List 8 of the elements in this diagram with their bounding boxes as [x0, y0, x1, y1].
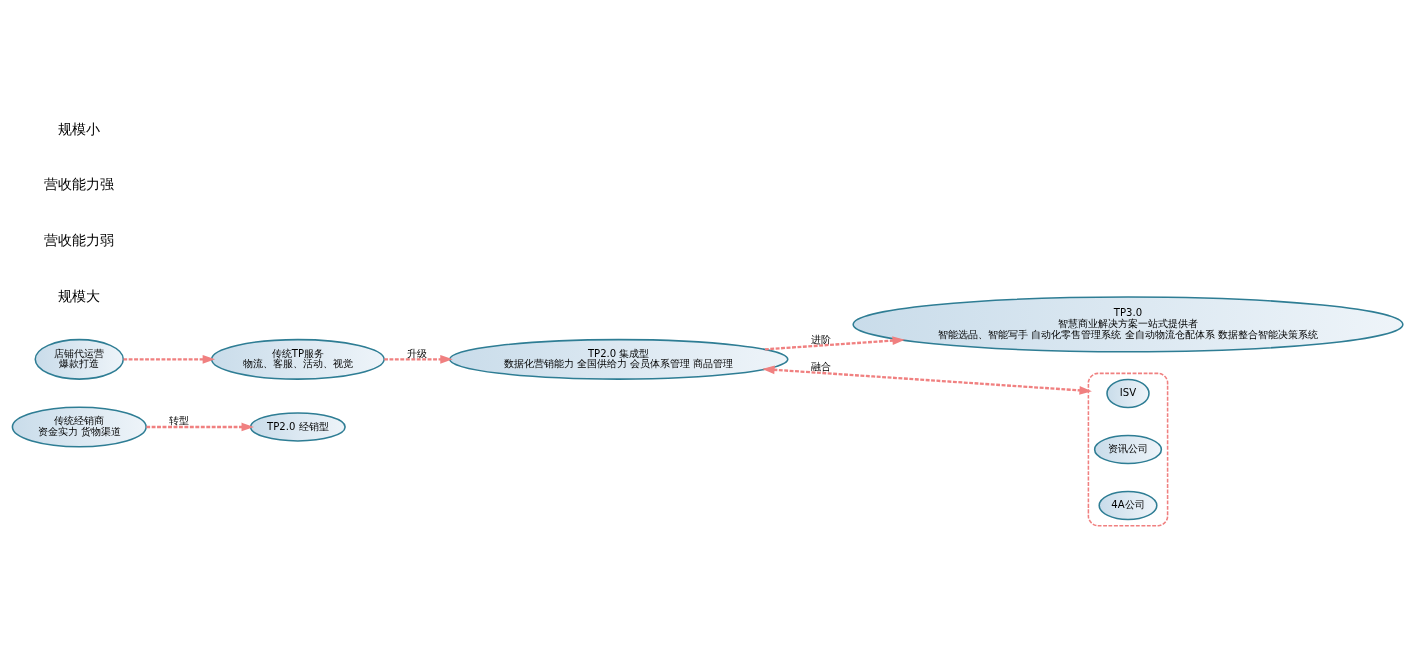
label: 规模大	[58, 287, 101, 304]
edge-label: 转型	[168, 414, 189, 426]
label: 营收能力弱	[44, 231, 115, 248]
edge-label: 进阶	[810, 333, 831, 345]
label: 规模小	[58, 120, 101, 137]
edge-label: 升级	[406, 347, 427, 359]
edge-label: 融合	[810, 360, 831, 372]
label: 营收能力强	[44, 175, 115, 192]
